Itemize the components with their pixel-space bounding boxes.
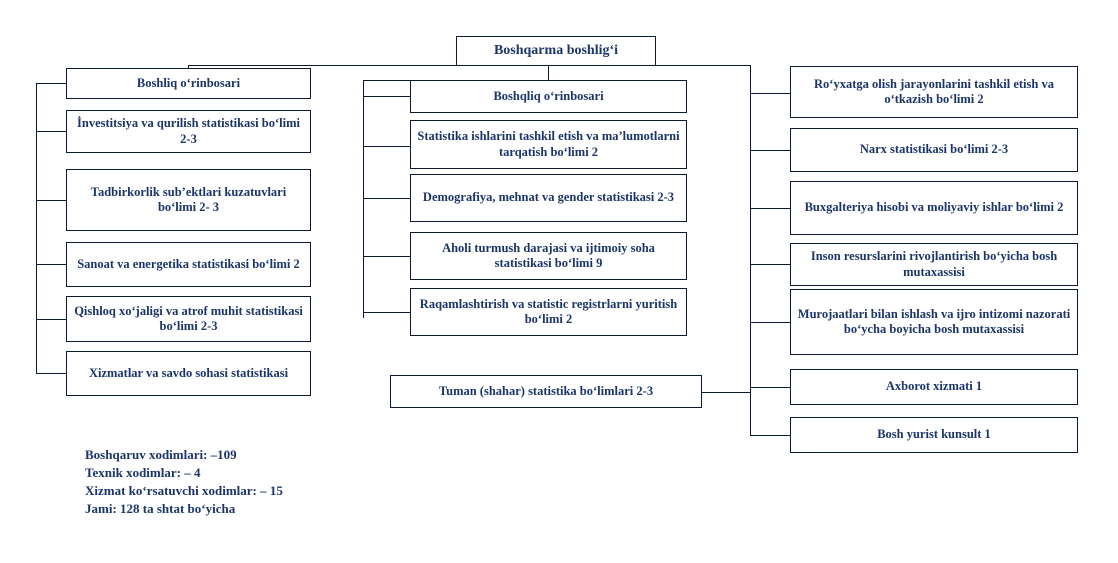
stub-right-2 [750,150,790,151]
node-left-3[interactable]: Tadbirkorlik sub’ektlari kuzatuvlari bo‘… [66,169,311,231]
node-left-2[interactable]: İnvestitsiya va qurilish statistikasi bo… [66,110,311,153]
legend-line-4: Jami: 128 ta shtat bo‘yicha [85,501,236,516]
right-trunk [750,65,751,436]
node-tuman-statistika[interactable]: Tuman (shahar) statistika bo‘limlari 2-3 [390,375,702,408]
stub-left-1 [36,83,66,84]
node-label: Boshqarma boshlig‘i [493,43,619,59]
stub-middle-3 [363,198,410,199]
stub-left-2 [36,131,66,132]
stub-middle-2 [363,146,410,147]
stub-right-3 [750,208,790,209]
node-label: Murojaatlari bilan ishlash va ijro intiz… [797,306,1071,336]
connector-title-to-middle [548,66,549,80]
stub-right-5 [750,322,790,323]
node-left-4[interactable]: Sanoat va energetika statistikasi bo‘lim… [66,242,311,287]
connector-tuman-to-right-trunk [702,392,750,393]
connector-title-to-right [656,65,750,66]
node-label: Raqamlashtirish va statistic registrlarn… [419,296,678,326]
node-right-6[interactable]: Axborot xizmati 1 [790,369,1078,405]
node-label: Demografiya, mehnat va gender statistika… [422,190,675,205]
stub-middle-1 [363,96,410,97]
node-middle-5[interactable]: Raqamlashtirish va statistic registrlarn… [410,288,687,336]
stub-left-4 [36,264,66,265]
node-label: Narx statistikasi bo‘limi 2-3 [859,142,1009,157]
node-label: Tuman (shahar) statistika bo‘limlari 2-3 [438,383,654,398]
middle-trunk [363,80,364,318]
node-label: Boshqliq o‘rinbosari [493,88,604,103]
node-label: Aholi turmush darajasi va ijtimoiy soha … [442,240,655,270]
node-right-4[interactable]: Inson resurslarini rivojlantirish bo‘yic… [790,243,1078,286]
node-middle-4[interactable]: Aholi turmush darajasi va ijtimoiy soha … [410,232,687,280]
node-middle-3[interactable]: Demografiya, mehnat va gender statistika… [410,174,687,222]
node-right-5[interactable]: Murojaatlari bilan ishlash va ijro intiz… [790,289,1078,355]
node-label: Xizmatlar va savdo sohasi statistikasi [88,365,289,380]
stub-left-6 [36,373,66,374]
legend-line-2: Texnik xodimlar: – 4 [85,465,201,480]
node-left-5[interactable]: Qishloq xo‘jaligi va atrof muhit statist… [66,296,311,342]
node-label: Sanoat va energetika statistikasi bo‘lim… [77,256,300,271]
node-middle-1[interactable]: Boshqliq o‘rinbosari [410,80,687,113]
node-label: Qishloq xo‘jaligi va atrof muhit statist… [74,303,303,333]
node-right-7[interactable]: Bosh yurist kunsult 1 [790,417,1078,453]
node-right-1[interactable]: Ro‘yxatga olish jarayonlarini tashkil et… [790,66,1078,118]
stub-left-3 [36,200,66,201]
node-label: Inson resurslarini rivojlantirish bo‘yic… [810,249,1058,279]
node-left-6[interactable]: Xizmatlar va savdo sohasi statistikasi [66,351,311,396]
legend-line-3: Xizmat ko‘rsatuvchi xodimlar: – 15 [85,483,283,498]
stub-right-6 [750,387,790,388]
stub-right-1 [750,93,790,94]
node-label: Axborot xizmati 1 [885,379,983,394]
stub-right-4 [750,264,790,265]
node-label: Buxgalteriya hisobi va moliyaviy ishlar … [804,200,1064,215]
node-label: Statistika ishlarini tashkil etish va ma… [417,129,680,159]
node-right-2[interactable]: Narx statistikasi bo‘limi 2-3 [790,128,1078,172]
node-label: İnvestitsiya va qurilish statistikasi bo… [77,116,300,146]
stub-left-5 [36,319,66,320]
node-label: Boshliq o‘rinbosari [136,75,241,90]
connector-title-to-left [188,65,456,66]
node-label: Bosh yurist kunsult 1 [877,427,991,442]
node-label: Tadbirkorlik sub’ektlari kuzatuvlari bo‘… [90,184,287,214]
left-trunk [36,83,37,373]
legend-line-1: Boshqaruv xodimlari: –109 [85,447,237,462]
stub-middle-5 [363,312,410,313]
node-right-3[interactable]: Buxgalteriya hisobi va moliyaviy ishlar … [790,181,1078,235]
node-left-1[interactable]: Boshliq o‘rinbosari [66,68,311,99]
stub-middle-4 [363,256,410,257]
node-label: Ro‘yxatga olish jarayonlarini tashkil et… [814,76,1054,106]
node-boshqarma-boshligi[interactable]: Boshqarma boshlig‘i [456,36,656,66]
stub-right-7 [750,435,790,436]
node-middle-2[interactable]: Statistika ishlarini tashkil etish va ma… [410,120,687,169]
